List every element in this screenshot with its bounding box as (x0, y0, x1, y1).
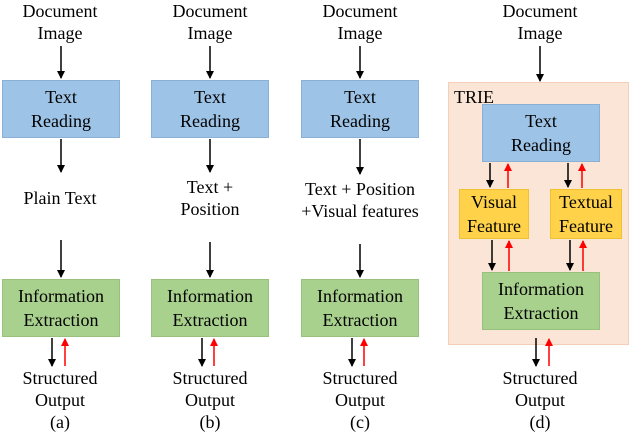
box-line-2: Extraction (23, 310, 99, 330)
panel-a-intermediate-label: Plain Text (0, 187, 120, 209)
mid-line-2: +Visual features (301, 201, 419, 221)
box-line-1: Information (18, 286, 104, 306)
box-line-2: Extraction (503, 303, 579, 323)
panel-a-output-label: Structured Output (0, 367, 120, 411)
panel-a-information-extraction-box: Information Extraction (2, 279, 120, 337)
output-line-1: Structured (322, 368, 398, 388)
trie-label: TRIE (454, 87, 494, 107)
box-line-1: Visual (471, 192, 517, 212)
box-line-1: Textual (559, 192, 613, 212)
box-line-2: Reading (31, 111, 91, 131)
panel-c-output-label: Structured Output (300, 367, 420, 411)
box-line-2: Reading (180, 111, 240, 131)
input-line-1: Document (22, 1, 98, 21)
box-line-2: Feature (467, 216, 521, 236)
output-line-2: Output (334, 390, 385, 410)
box-line-1: Information (498, 279, 584, 299)
mid-line-2: Position (180, 199, 240, 219)
box-line-2: Reading (511, 135, 571, 155)
panel-d-caption: (d) (529, 412, 551, 432)
panel-a-caption: (a) (50, 412, 70, 432)
panel-c-input-label: Document Image (300, 0, 420, 44)
box-line-1: Text (194, 87, 226, 107)
panel-b-input-label: Document Image (150, 0, 270, 44)
panel-b-output-label: Structured Output (150, 367, 270, 411)
output-line-1: Structured (502, 368, 578, 388)
box-line-1: Text (344, 87, 376, 107)
input-line-1: Document (322, 1, 398, 21)
output-line-1: Structured (22, 368, 98, 388)
input-line-2: Image (517, 23, 563, 43)
panel-d-text-reading-box: Text Reading (482, 104, 600, 162)
mid-line-1: Text + (186, 177, 234, 197)
output-line-2: Output (34, 390, 85, 410)
panel-c-text-reading-box: Text Reading (301, 80, 419, 138)
panel-d-information-extraction-box: Information Extraction (482, 272, 600, 330)
panel-b-text-reading-box: Text Reading (151, 80, 269, 138)
box-line-1: Text (45, 87, 77, 107)
panel-d-output-label: Structured Output (480, 367, 600, 411)
panel-c-caption: (c) (350, 412, 370, 432)
panel-a-input-label: Document Image (0, 0, 120, 44)
mid-line-1: Plain Text (23, 188, 97, 208)
input-line-2: Image (37, 23, 83, 43)
box-line-1: Information (167, 286, 253, 306)
box-line-2: Extraction (322, 310, 398, 330)
textual-feature-box: Textual Feature (550, 189, 622, 239)
panel-d-input-label: Document Image (480, 0, 600, 44)
panel-b-caption: (b) (199, 412, 221, 432)
panel-a-text-reading-box: Text Reading (2, 80, 120, 138)
input-line-1: Document (172, 1, 248, 21)
panel-c-intermediate-label: Text + Position +Visual features (284, 178, 436, 222)
output-line-1: Structured (172, 368, 248, 388)
output-line-2: Output (184, 390, 235, 410)
input-line-2: Image (337, 23, 383, 43)
panel-b-intermediate-label: Text + Position (150, 176, 270, 220)
input-line-1: Document (502, 1, 578, 21)
mid-line-1: Text + Position (305, 179, 415, 199)
box-line-2: Extraction (172, 310, 248, 330)
box-line-1: Information (317, 286, 403, 306)
box-line-1: Text (525, 111, 557, 131)
panel-c-information-extraction-box: Information Extraction (301, 279, 419, 337)
box-line-2: Feature (559, 216, 613, 236)
output-line-2: Output (514, 390, 565, 410)
visual-feature-box: Visual Feature (459, 189, 529, 239)
panel-b-information-extraction-box: Information Extraction (151, 279, 269, 337)
input-line-2: Image (187, 23, 233, 43)
box-line-2: Reading (330, 111, 390, 131)
